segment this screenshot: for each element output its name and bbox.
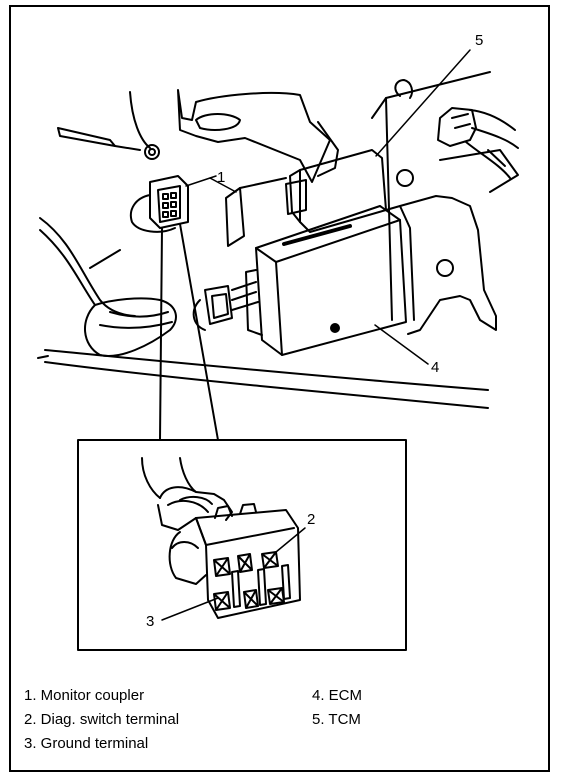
leader-lines [161, 49, 471, 621]
callout-2: 2 [307, 511, 315, 528]
legend-item-ecm: 4. ECM [312, 687, 363, 704]
body-panel [371, 71, 519, 335]
ecm-connector [192, 281, 259, 331]
probe-terminal [57, 127, 160, 160]
parts-legend: 1. Monitor coupler 2. Diag. switch termi… [24, 684, 544, 764]
ecm-module [245, 205, 407, 356]
legend-column-right: 4. ECM 5. TCM [312, 684, 362, 732]
legend-column-left: 1. Monitor coupler 2. Diag. switch termi… [24, 684, 179, 756]
legend-item-tcm: 5. TCM [312, 711, 361, 728]
callout-1: 1 [217, 169, 225, 186]
coupler-detail [141, 457, 301, 619]
engine-bay-diagram: 1 2 3 4 5 [37, 32, 519, 651]
callout-4: 4 [431, 359, 439, 376]
callout-5: 5 [475, 32, 483, 49]
legend-item-diag-switch-terminal: 2. Diag. switch terminal [24, 711, 180, 728]
callout-3: 3 [146, 613, 154, 630]
magnify-lines [159, 223, 219, 441]
legend-item-monitor-coupler: 1. Monitor coupler [24, 687, 145, 704]
wire-harness [39, 217, 177, 357]
figure-frame [9, 5, 550, 772]
legend-item-ground-terminal: 3. Ground terminal [24, 735, 149, 752]
monitor-coupler [130, 175, 189, 233]
inset-box [77, 439, 407, 651]
vehicle-floor-lines [37, 349, 489, 409]
